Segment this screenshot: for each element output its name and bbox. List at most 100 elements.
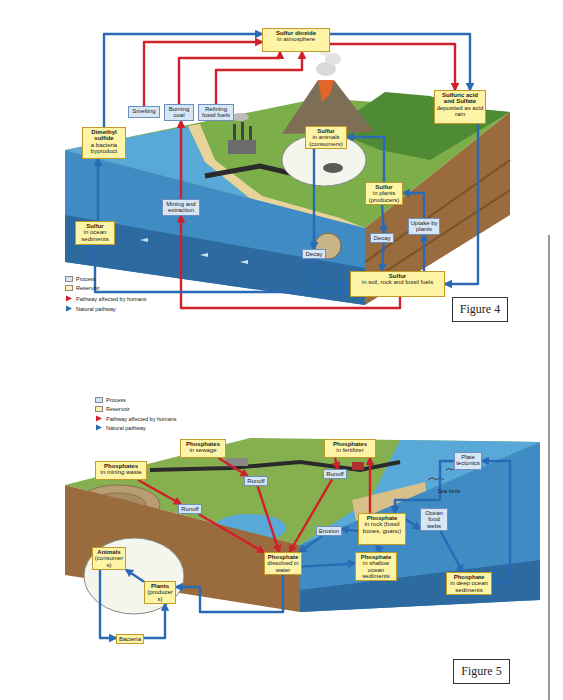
process-box: Refining fossil fuels bbox=[198, 104, 234, 121]
cycle-arrow bbox=[445, 124, 478, 284]
node-text: in fertilizer bbox=[326, 447, 374, 453]
process-box: Decay bbox=[370, 233, 394, 243]
cycle-arrow bbox=[342, 529, 358, 531]
legend-text: Process bbox=[76, 276, 96, 282]
cycle-arrow bbox=[299, 536, 321, 552]
cycle-arrow bbox=[176, 575, 283, 612]
barn bbox=[352, 462, 364, 470]
node-heading: Sulfuric acid and Sulfate bbox=[436, 92, 484, 105]
legend-arrow bbox=[95, 424, 103, 431]
reservoir-box: Phosphatesin mining waste bbox=[95, 461, 147, 480]
legend-arrowhead bbox=[66, 296, 72, 302]
node-heading: Phosphates bbox=[97, 463, 145, 469]
fish bbox=[140, 238, 248, 264]
lava bbox=[318, 80, 334, 102]
node-heading: Phosphate bbox=[448, 574, 490, 580]
legend-swatch bbox=[65, 285, 73, 291]
cycle-arrow bbox=[144, 42, 262, 106]
legend-text: Reservoir bbox=[106, 406, 130, 412]
cycle-arrow bbox=[382, 205, 384, 233]
node-text: in sewage bbox=[182, 447, 224, 453]
cycle-arrow bbox=[406, 519, 420, 529]
process-box: Decay bbox=[302, 249, 326, 259]
cycle-arrow bbox=[313, 149, 315, 249]
legend-item: Process bbox=[65, 276, 96, 282]
reservoir-box: Sulfurin animals (consumers) bbox=[305, 126, 347, 149]
reservoir-box: Sulfur dioxidein atmosphere bbox=[262, 28, 330, 52]
illustration-label: Sea birds bbox=[437, 488, 461, 496]
reservoir-box: Sulfurin ocean sediments bbox=[75, 221, 115, 245]
cycle-arrow bbox=[199, 514, 264, 552]
process-box: Runoff bbox=[178, 504, 202, 514]
node-heading: Sulfur bbox=[367, 184, 401, 190]
cycle-arrow bbox=[97, 159, 99, 221]
node-text: Burning coal bbox=[166, 106, 192, 119]
legend-arrowhead bbox=[66, 306, 72, 312]
cycle-arrow bbox=[403, 193, 424, 218]
node-heading: Sulfur bbox=[307, 128, 345, 134]
node-text: (consumers) bbox=[94, 555, 124, 568]
cycle-arrow bbox=[335, 458, 338, 469]
legend-swatch bbox=[95, 406, 103, 412]
legend-arrowhead bbox=[96, 425, 102, 431]
node-text: in ocean sediments bbox=[77, 229, 113, 242]
cycle-arrow bbox=[144, 604, 165, 638]
cycle-arrow bbox=[180, 121, 182, 199]
node-heading: Phosphates bbox=[326, 441, 374, 447]
figure-label: Figure 4 bbox=[452, 297, 508, 322]
cycle-arrow bbox=[104, 34, 262, 127]
reservoir-box: Phosphatein shallow ocean sediments bbox=[355, 552, 397, 581]
node-text: Decay bbox=[372, 235, 392, 241]
animal bbox=[323, 163, 343, 173]
legend-swatch bbox=[65, 276, 73, 282]
deep-ocean-face bbox=[300, 560, 540, 612]
reservoir-box: Phosphatein deep ocean sediments bbox=[446, 572, 492, 595]
cycle-arrow bbox=[347, 137, 384, 182]
smokestack bbox=[233, 124, 236, 140]
node-text: Plate tectonics bbox=[456, 454, 480, 467]
node-heading: Sulfur bbox=[352, 273, 443, 279]
process-box: Uptake by plants bbox=[408, 218, 440, 235]
node-text: in soil, rock and fossil fuels bbox=[352, 279, 443, 285]
node-heading: Dimethyl sulfide bbox=[84, 129, 124, 142]
legend-text: Natural pathway bbox=[106, 425, 146, 431]
cycle-arrow bbox=[330, 34, 470, 90]
node-text: in shallow ocean sediments bbox=[357, 560, 395, 579]
cycle-arrow bbox=[423, 235, 425, 271]
node-text: in deep ocean sediments bbox=[448, 580, 490, 593]
node-text: (producers) bbox=[146, 589, 174, 602]
legend-item: Natural pathway bbox=[95, 424, 146, 431]
cycle-arrow bbox=[179, 52, 280, 104]
node-text: in animals (consumers) bbox=[307, 134, 345, 147]
node-text: Ocean food webs bbox=[422, 510, 446, 529]
process-box: Runoff bbox=[244, 476, 268, 486]
node-text: Erosion bbox=[318, 528, 340, 534]
node-text: Runoff bbox=[325, 471, 345, 477]
node-heading: Plants bbox=[146, 583, 174, 589]
node-text: in mining waste bbox=[97, 469, 145, 475]
deep-ocean-face bbox=[65, 215, 365, 305]
node-text: Uptake by plants bbox=[410, 220, 438, 233]
reservoir-box: Dimethyl sulfidea bacteria byproduct bbox=[82, 127, 126, 159]
legend-text: Reservoir bbox=[76, 285, 100, 291]
process-box: Plate tectonics bbox=[454, 452, 482, 470]
legend-item: Reservoir bbox=[95, 406, 130, 412]
process-box: Mining and extraction bbox=[162, 199, 200, 216]
node-text: Runoff bbox=[180, 506, 200, 512]
node-text: in plants (producers) bbox=[367, 190, 401, 203]
cycle-arrow bbox=[314, 259, 350, 284]
road bbox=[150, 462, 400, 470]
cycle-arrow bbox=[302, 563, 355, 566]
legend-text: Process bbox=[106, 397, 126, 403]
legend-arrowhead bbox=[96, 416, 102, 422]
node-text: deposited as acid rain bbox=[436, 105, 484, 118]
cycle-arrow bbox=[218, 458, 247, 476]
figure-label: Figure 5 bbox=[453, 659, 510, 684]
legend-text: Pathway affected by humans bbox=[106, 416, 177, 422]
reservoir-box: Sulfuric acid and Sulfatedeposited as ac… bbox=[434, 90, 486, 124]
node-heading: Phosphate bbox=[357, 554, 395, 560]
node-text: in rock (fossil bones, guano) bbox=[360, 521, 404, 534]
cycle-arrow bbox=[126, 570, 144, 582]
legend-arrow bbox=[95, 415, 103, 422]
cycle-arrow bbox=[330, 44, 455, 90]
